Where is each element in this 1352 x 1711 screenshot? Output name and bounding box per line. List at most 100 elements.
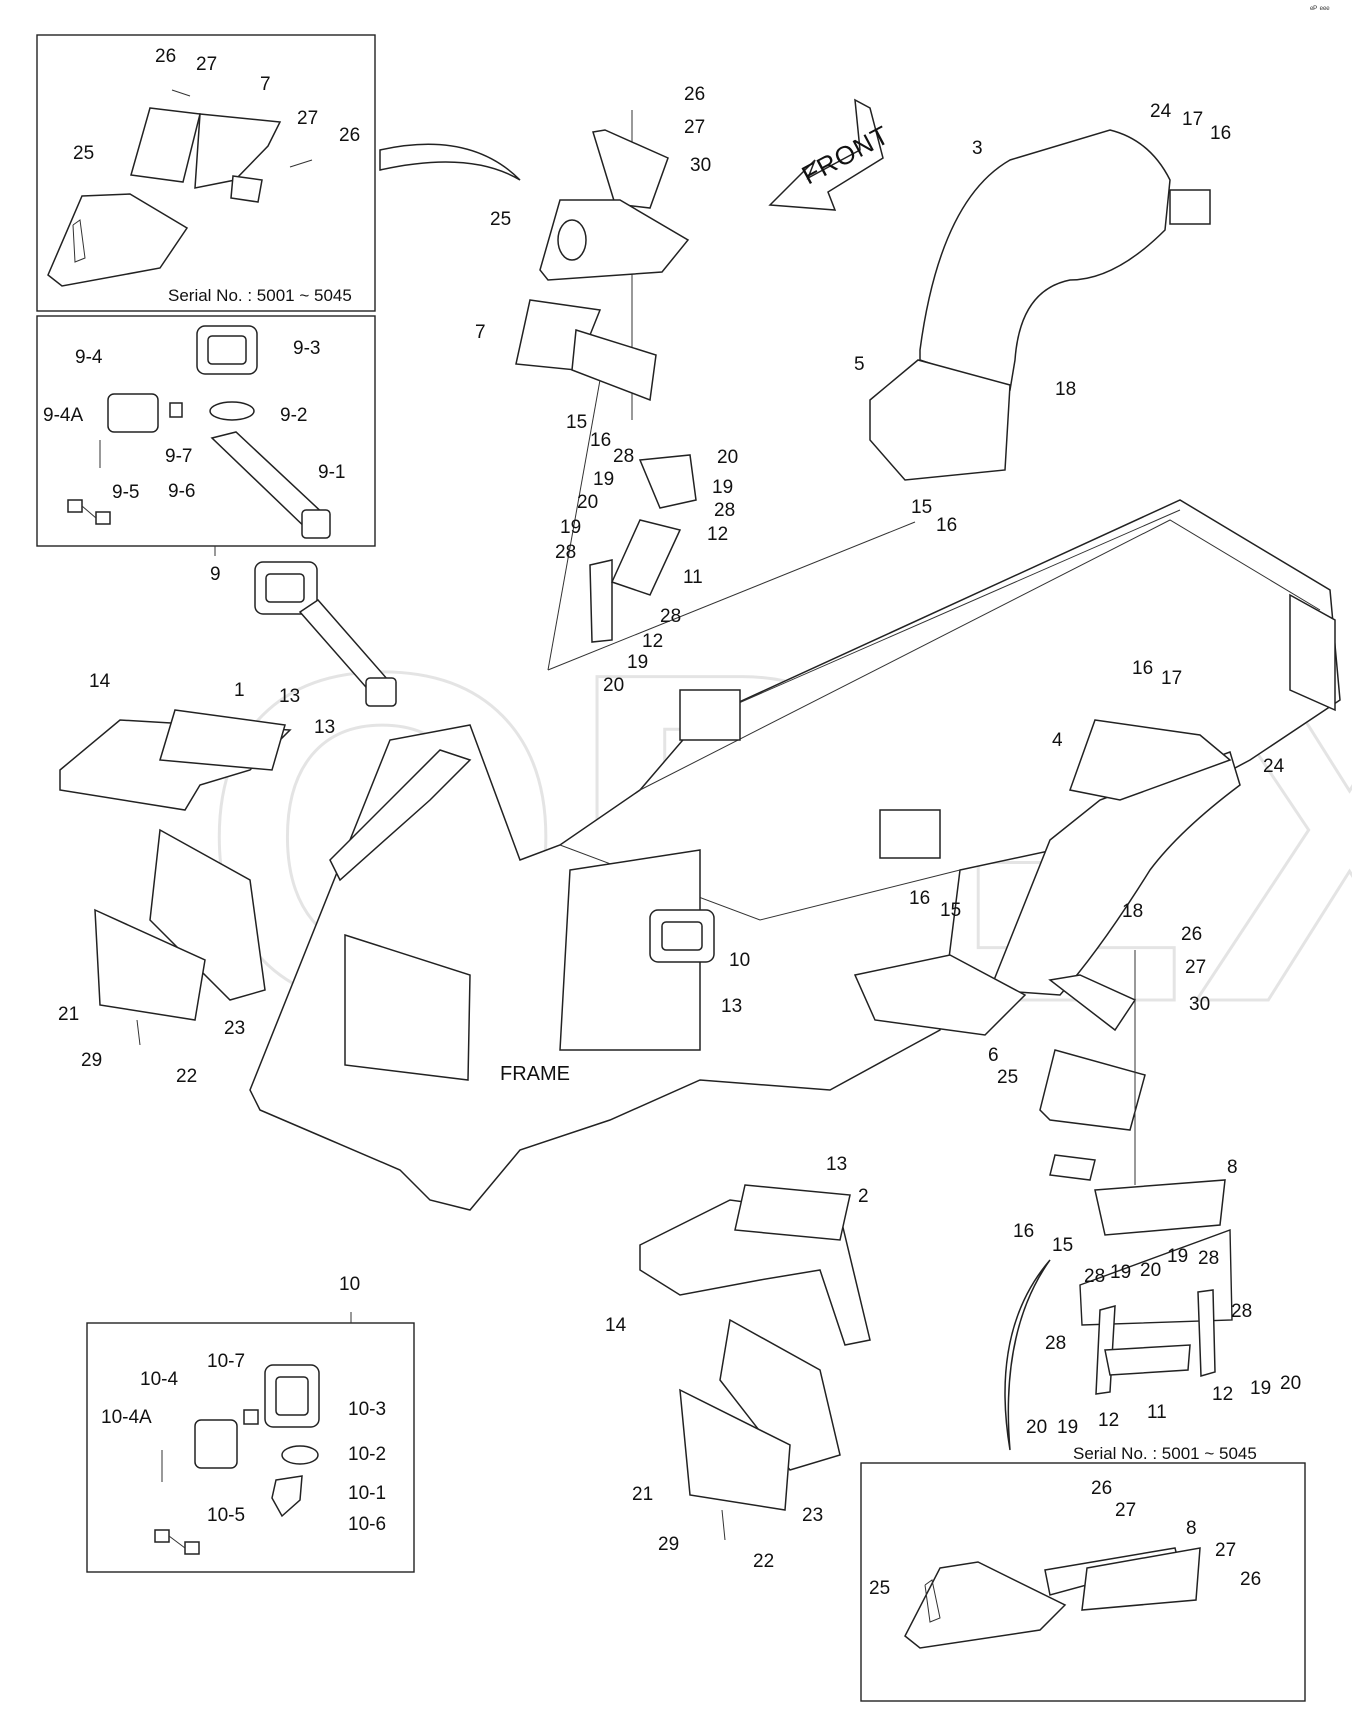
callout-28: 28 — [1045, 1333, 1066, 1354]
work-lamp-icon — [194, 1419, 238, 1469]
callout-25: 25 — [73, 143, 94, 164]
callout-16: 16 — [936, 515, 957, 536]
callout-7: 7 — [475, 322, 486, 343]
lamp-9-assembly — [214, 546, 397, 707]
rear-plate-icon — [1289, 593, 1336, 712]
step-11-lower-group — [1079, 1229, 1233, 1395]
callout-10: 10 — [729, 950, 750, 971]
callout-22: 22 — [753, 1551, 774, 1572]
lamp-guard-inner-icon — [661, 921, 703, 951]
callout-13: 13 — [826, 1154, 847, 1175]
callout-26: 26 — [339, 125, 360, 146]
callout-28: 28 — [555, 542, 576, 563]
callout-11: 11 — [683, 567, 703, 588]
inset-lamp-9-parts — [67, 325, 331, 539]
bracket-30-icon — [592, 129, 669, 209]
fender-3-group — [869, 129, 1211, 481]
step-11-icon — [1104, 1344, 1191, 1376]
callout-16: 16 — [1132, 658, 1153, 679]
bracket-12-icon — [589, 559, 613, 643]
callout-10-1: 10-1 — [348, 1483, 386, 1504]
step-11-icon — [610, 519, 682, 596]
callout-9-6: 9-6 — [168, 481, 195, 502]
chock-handle-icon — [924, 1579, 941, 1623]
callout-25: 25 — [490, 209, 511, 230]
inset-bottom-right-parts — [904, 1547, 1201, 1649]
callout-7: 7 — [260, 74, 271, 95]
callout-16: 16 — [1210, 123, 1231, 144]
mount-icon — [879, 809, 941, 859]
step-6-icon — [853, 954, 1027, 1036]
callout-15: 15 — [566, 412, 587, 433]
callout-26: 26 — [1181, 924, 1202, 945]
callout-27: 27 — [196, 54, 217, 75]
callout-12: 12 — [1098, 1410, 1119, 1431]
fender-4-icon — [988, 751, 1241, 996]
wheel-chock-icon — [1039, 1049, 1146, 1131]
boom-pin-icon — [329, 749, 472, 882]
callout-21: 21 — [632, 1484, 653, 1505]
callout-9-4: 9-4 — [75, 347, 103, 368]
callout-19: 19 — [560, 517, 581, 538]
callout-13: 13 — [721, 996, 742, 1017]
callout-14: 14 — [89, 671, 111, 692]
callout-1: 1 — [234, 680, 245, 701]
callout-16: 16 — [1013, 1221, 1034, 1242]
bracket-12-icon — [1197, 1289, 1216, 1377]
callout-20: 20 — [603, 675, 624, 696]
callout-27: 27 — [1185, 957, 1206, 978]
callout-10-title: 10 — [339, 1274, 360, 1295]
lamp-10-on-frame — [649, 909, 715, 963]
callout-18: 18 — [1055, 379, 1076, 400]
callout-12: 12 — [1212, 1384, 1233, 1405]
callout-13: 13 — [279, 686, 300, 707]
callout-24: 24 — [1150, 101, 1172, 122]
callout-10-6: 10-6 — [348, 1514, 386, 1535]
corner-mark: ᵉᴾ ᵉᵉᵉ — [1310, 4, 1330, 14]
callout-27: 27 — [1115, 1500, 1136, 1521]
mudguard-23-icon — [719, 1318, 841, 1471]
serial-range: Serial No. : 5001 ~ 5045 — [168, 286, 352, 305]
callout-23: 23 — [224, 1018, 245, 1039]
mudflap-22-icon — [679, 1388, 791, 1511]
leader-line — [547, 521, 916, 671]
callout-12: 12 — [642, 631, 663, 652]
wheel-chock-icon — [904, 1561, 1067, 1649]
connector-icon — [95, 511, 111, 525]
inset-top-left-box — [36, 34, 376, 312]
callout-28: 28 — [714, 500, 735, 521]
callout-19: 19 — [593, 469, 614, 490]
inset-lamp-10-parts — [154, 1312, 352, 1555]
wheel-chock-icon — [47, 193, 189, 287]
bolt-icon — [289, 159, 313, 168]
callout-2: 2 — [858, 1186, 869, 1207]
callout-28: 28 — [1231, 1301, 1252, 1322]
callout-8: 8 — [1186, 1518, 1197, 1539]
callout-10-2: 10-2 — [348, 1444, 386, 1465]
callout-30: 30 — [690, 155, 711, 176]
step-8-icon — [1094, 1179, 1226, 1236]
callout-16: 16 — [909, 888, 930, 909]
step-plate-icon — [1081, 1547, 1201, 1611]
callout-15: 15 — [911, 497, 932, 518]
callout-20: 20 — [577, 492, 598, 513]
callout-20: 20 — [717, 447, 738, 468]
callout-28: 28 — [613, 446, 634, 467]
callout-20: 20 — [1026, 1417, 1047, 1438]
chock-handle-icon — [72, 219, 86, 263]
callout-24: 24 — [1263, 756, 1285, 777]
fender-step-icon — [159, 709, 286, 771]
fender-2-group — [639, 1184, 871, 1541]
connector-icon — [184, 1541, 200, 1555]
callout-8: 8 — [1227, 1157, 1238, 1178]
callout-9: 9 — [210, 564, 221, 585]
callout-9-3: 9-3 — [293, 338, 320, 359]
callout-25: 25 — [997, 1067, 1018, 1088]
lamp-bracket-icon — [271, 1475, 303, 1518]
inset-lamp-10-labels: 10 10-7 10-4 10-3 10-4A 10-2 10-1 10-5 1… — [101, 1274, 386, 1535]
connector-icon — [154, 1529, 170, 1543]
callout-5: 5 — [854, 354, 865, 375]
callout-19: 19 — [712, 477, 733, 498]
callout-12: 12 — [707, 524, 728, 545]
inset-bottom-right-box — [860, 1462, 1306, 1702]
